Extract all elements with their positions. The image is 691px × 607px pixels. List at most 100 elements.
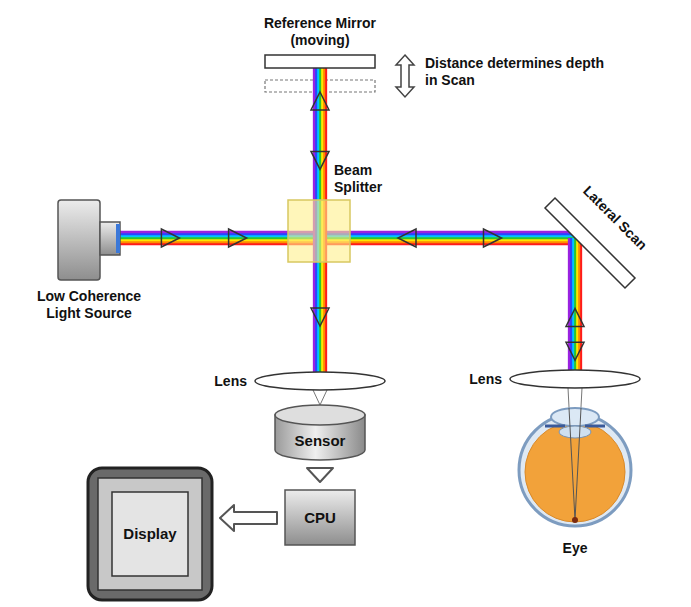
light-beam [570,238,572,295]
light-beam [570,295,572,370]
note-label: Distance determines depth in Scan [425,55,605,89]
scan-mirror: Lateral Scan [540,195,645,295]
light-path [311,68,329,200]
light-beam [574,238,576,295]
light-beam [319,68,321,200]
cpu-box [285,490,355,545]
scan-mirror [545,198,635,288]
light-beam [578,238,580,295]
vitreous [525,422,625,522]
light-beam [350,241,540,243]
lens-outline [510,370,640,388]
arrowhead [311,308,329,326]
splitter-cube [288,200,350,262]
light-beam [321,68,323,200]
reference-mirror-outline [265,55,375,68]
node-label: Eye [563,540,588,557]
node-label: Lens [214,373,247,390]
double-arrow [396,55,414,97]
arrowhead [229,229,247,247]
light-beam [120,241,288,243]
arrowhead [161,229,179,247]
light-beam [120,235,288,237]
focus-ray [581,388,582,408]
focus-ray [313,390,320,405]
light-beam [317,68,319,200]
arrowhead [398,229,416,247]
arrowhead [311,92,329,110]
light-beam [317,262,319,372]
light-beam [580,238,582,295]
light-beam [572,238,574,295]
light-beam [350,233,540,235]
reference-mirror: Reference Mirror (moving) [265,55,375,68]
node-label: Display [88,468,212,600]
light-beam [120,231,288,233]
light-source: Low Coherence Light Source [58,200,120,280]
focus-ray [575,408,581,520]
light-beam [350,231,540,233]
light-path [313,390,327,405]
light-beam [568,238,570,295]
lens-shape [255,372,385,390]
light-path [120,229,288,247]
focus-ray [568,388,569,408]
light-beam [325,68,327,200]
beam-splitter: Beam Splitter [288,200,350,262]
node-label: Low Coherence Light Source [22,288,157,322]
light-path [566,295,584,370]
light-path [311,262,329,372]
arrowhead [484,229,502,247]
light-beam [540,235,575,237]
focus-ray [569,408,575,520]
light-beam [120,237,288,239]
light-beam [313,68,315,200]
flow-arrow [220,505,277,531]
flow-arrow [307,468,333,482]
arrowhead [566,342,584,360]
retina-spot [572,517,578,523]
light-beam [350,237,540,239]
beam-splitter-outline [288,200,350,262]
source-aperture [116,224,120,253]
node-label: Beam Splitter [334,162,406,196]
node-label: Sensor [275,405,365,460]
light-beam [576,238,578,295]
focus-ray [320,390,327,405]
iris [585,425,605,428]
light-path [350,229,540,247]
sclera [519,414,631,526]
display: Display [88,468,212,600]
source-nozzle [100,222,120,255]
light-beam [578,295,580,370]
block-arrow [307,468,333,482]
light-path [568,388,582,408]
light-source-outline [58,200,120,280]
lens: Lens [255,372,385,390]
light-beam [120,233,288,235]
source-body [58,200,100,280]
light-beam [580,295,582,370]
block-arrow [220,505,277,531]
light-beam [120,239,288,241]
eye-lens [559,426,591,438]
light-beam [120,243,288,245]
light-beam [319,262,321,372]
node-label: Reference Mirror (moving) [245,15,395,49]
eye-outline [515,408,635,532]
lens: Lens [510,370,640,388]
light-beam [323,68,325,200]
light-beam [315,68,317,200]
light-beam [568,295,570,370]
light-beam [321,262,323,372]
light-beam [350,235,540,237]
iris [545,425,565,428]
light-beam [350,239,540,241]
cornea [551,408,599,426]
arrowhead [566,309,584,327]
sensor: Sensor [275,405,365,460]
eye: Eye [515,408,635,532]
mirror-shape [265,55,375,68]
lens-shape [510,370,640,388]
